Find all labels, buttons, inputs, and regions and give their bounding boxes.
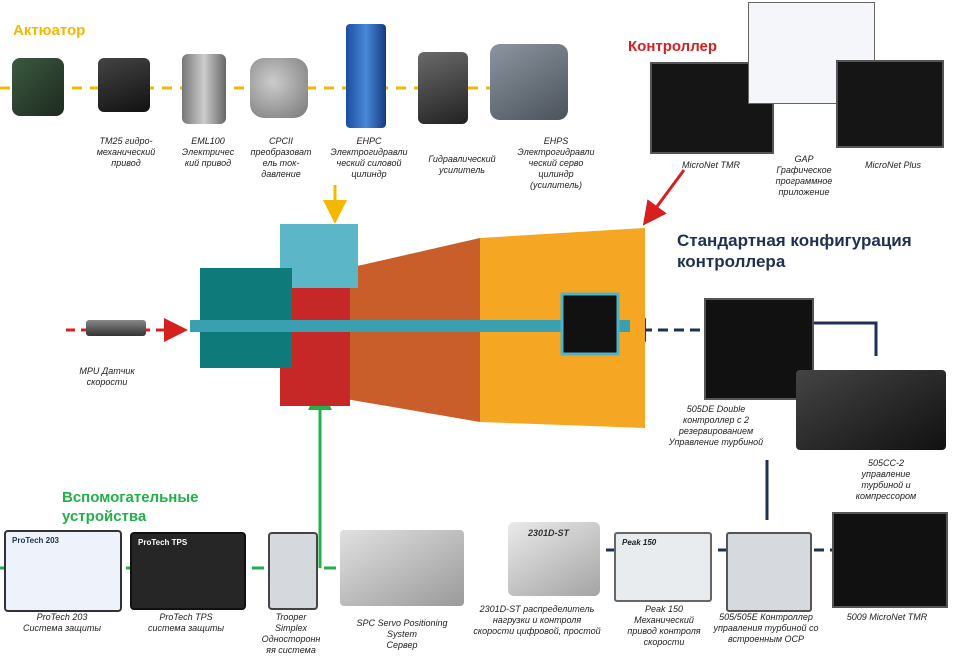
bottom-caption-trooper: Trooper Simplex Односторонн яя система xyxy=(261,612,321,655)
bottom-protech-203-image: ProTech 203 xyxy=(4,530,122,612)
bottom-peak150-label: Peak 150 xyxy=(622,538,657,547)
turbine-bearing-housing xyxy=(200,268,292,368)
bottom-2301d-label: 2301D-ST xyxy=(528,528,570,538)
standard-config-title: Стандартная конфигурация контроллера xyxy=(677,231,912,271)
actuator-caption-ehpc: EHPC Электрогидравли ческий силовой цили… xyxy=(330,136,408,179)
actuator-caption-cpcii: CPCII преобразоват ель ток- давление xyxy=(250,136,312,179)
bottom-peak150-image: Peak 150 xyxy=(614,532,712,602)
bottom-caption-spc: SPC Servo Positioning System Сервер xyxy=(356,618,448,650)
actuator-tm25-body xyxy=(98,58,150,112)
bottom-5009-image xyxy=(832,512,948,608)
bottom-protech-tps-label: ProTech TPS xyxy=(138,538,188,547)
bottom-2301d-image: 2301D-ST xyxy=(508,522,600,596)
actuator-caption-tm25: TM25 гидро- механический привод xyxy=(96,136,156,168)
controller-arrow xyxy=(642,169,686,226)
actuator-ehpc-image xyxy=(346,24,386,128)
actuator-title: Актюатор xyxy=(13,22,86,39)
actuator-caption-eml100: EML100 Электричес кий привод xyxy=(181,136,235,168)
turbine-cutaway xyxy=(190,224,645,428)
actuator-tm25-image xyxy=(12,58,64,116)
bottom-caption-protech-203: ProTech 203 Система защиты xyxy=(23,612,101,633)
bottom-505-image xyxy=(726,532,812,612)
actuator-caption-hydraulic: Гидравлический усилитель xyxy=(428,154,496,175)
controller-caption-micronet-plus: MicroNet Plus xyxy=(864,160,921,170)
bottom-caption-5009: 5009 MicroNet TMR xyxy=(846,612,928,622)
standard-bracket xyxy=(812,321,878,356)
turbine-rear-bearing xyxy=(560,292,620,356)
standard-505de-image xyxy=(704,298,814,400)
actuator-ehps-image xyxy=(490,44,568,120)
bottom-caption-2301d: 2301D-ST распределитель нагрузки и контр… xyxy=(473,604,601,636)
actuator-hydraulic-image xyxy=(418,52,468,124)
bottom-protech-203-label: ProTech 203 xyxy=(12,536,59,545)
turbine-governor-housing xyxy=(280,224,358,288)
actuator-cpcii-image xyxy=(250,58,308,118)
bottom-caption-peak150: Peak 150 Механический привод контроля ск… xyxy=(627,604,701,647)
controller-caption-gap: GAP Графическое программное приложение xyxy=(775,154,833,197)
actuator-caption-ehps: EHPS Электрогидравли ческий серво цилинд… xyxy=(517,136,595,190)
standard-caption-505cc2: 505CC-2 управление турбиной и компрессор… xyxy=(855,458,917,501)
bottom-trooper-image xyxy=(268,532,318,610)
bottom-caption-505: 505/505E Контроллер управления турбиной … xyxy=(713,612,819,644)
sensor-caption-mpu: MPU Датчик скорости xyxy=(79,366,135,387)
turbine-shaft xyxy=(190,320,630,332)
standard-505cc2-image xyxy=(796,370,946,450)
auxiliary-title: Вспомогательные устройства xyxy=(62,489,199,525)
sensor-mpu-image xyxy=(86,320,146,336)
actuator-eml100-image xyxy=(182,54,226,124)
standard-caption-505de: 505DE Double контроллер с 2 резервирован… xyxy=(668,404,764,447)
controller-micronet-plus-image xyxy=(836,60,944,148)
bottom-protech-tps-image: ProTech TPS xyxy=(130,532,246,610)
controller-caption-micronet-tmr: MicroNet TMR xyxy=(682,160,740,170)
controller-title: Контроллер xyxy=(628,38,718,55)
bottom-caption-protech-tps: ProTech TPS система защиты xyxy=(148,612,224,633)
bottom-spc-image xyxy=(340,530,464,606)
